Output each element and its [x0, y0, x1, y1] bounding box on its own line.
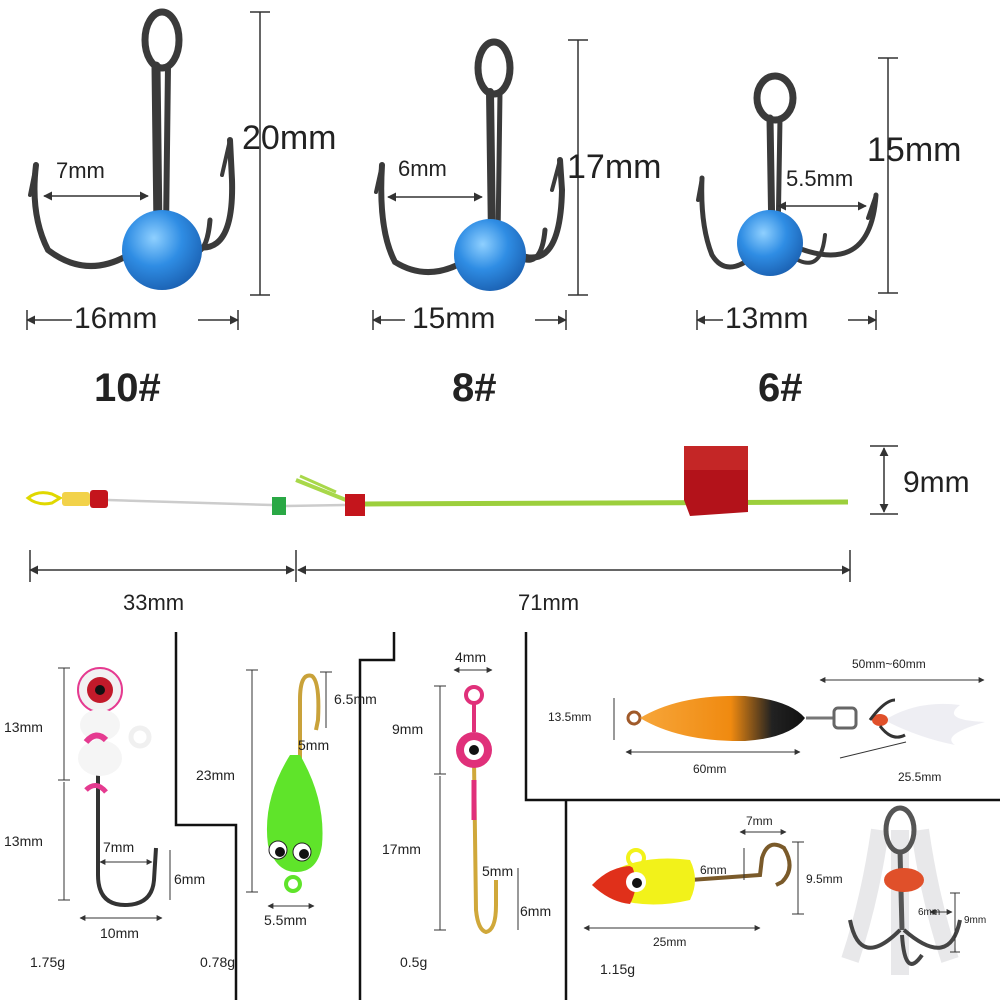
jig-1-head: 13mm [4, 719, 43, 735]
jig-5-gap: 7mm [746, 814, 773, 828]
jig-1-width: 10mm [100, 925, 139, 941]
hook-10-size: 10# [94, 366, 161, 410]
jig-3-weight: 0.5g [400, 954, 428, 970]
jig-3-shank: 17mm [382, 841, 421, 857]
rod-dimension-lines [29, 445, 898, 582]
hook-dimension-lines [26, 11, 898, 330]
hook-10-height: 20mm [242, 119, 337, 157]
jig-3-gap: 5mm [482, 863, 514, 879]
hook-10-width: 16mm [74, 302, 158, 335]
hook-6-size: 6# [758, 366, 803, 410]
float-rod [25, 446, 849, 516]
jig-2-gap: 6.5mm [334, 691, 377, 707]
rod-height: 9mm [903, 466, 970, 499]
jig-3 [456, 685, 498, 935]
spoon-total: 50mm~60mm [852, 657, 926, 671]
spoon-length: 60mm [693, 762, 727, 776]
spoon-dims [613, 677, 985, 759]
jig-2-weight: 0.78g [200, 954, 236, 970]
jig-1-dims [58, 667, 171, 921]
jig-2-width: 5.5mm [264, 912, 307, 928]
section-dividers [174, 632, 1000, 1000]
jig-5-length: 25mm [653, 935, 687, 949]
hook-8-width: 15mm [412, 302, 496, 335]
jig-5-dims [583, 829, 804, 931]
jig-1-gap: 7mm [103, 839, 135, 855]
rod-right-length: 71mm [518, 590, 580, 615]
jig-1-shank: 13mm [4, 833, 43, 849]
hook-6-width: 13mm [725, 302, 809, 335]
jig-2-length: 23mm [196, 767, 235, 783]
hook-8-height: 17mm [567, 148, 662, 186]
hook-6-height: 15mm [867, 131, 962, 169]
hook-10-gap: 7mm [56, 158, 105, 183]
jig-5-height: 9.5mm [806, 872, 843, 886]
jig-2 [266, 673, 323, 893]
jig-1-weight: 1.75g [30, 954, 66, 970]
treble-width: 6mm [918, 907, 941, 918]
jig-5-weight: 1.15g [600, 961, 636, 977]
spoon-lure [626, 695, 985, 745]
jig-2-point: 5mm [298, 737, 330, 753]
jig-1-point: 6mm [174, 871, 206, 887]
jig-3-dims [434, 667, 519, 931]
jig-3-head: 9mm [392, 721, 424, 737]
rod-left-length: 33mm [123, 590, 185, 615]
hook-8-size: 8# [452, 366, 497, 410]
jig-5 [592, 842, 792, 905]
spoon-height: 13.5mm [548, 710, 592, 724]
hook-8-gap: 6mm [398, 156, 447, 181]
blue-bead-8 [454, 219, 526, 291]
spoon-hook: 25.5mm [898, 770, 942, 784]
feathered-treble [841, 805, 962, 975]
feathered-treble-dims [929, 892, 960, 953]
jig-2-dims [246, 669, 332, 909]
treble-height: 9mm [964, 915, 987, 926]
jig-3-top: 4mm [455, 649, 487, 665]
jig-1 [77, 667, 158, 908]
jig-3-point: 6mm [520, 903, 552, 919]
blue-bead-10 [122, 210, 202, 290]
hook-6-gap: 5.5mm [786, 166, 854, 191]
blue-bead-6 [737, 210, 803, 276]
jig-5-point: 6mm [700, 863, 727, 877]
